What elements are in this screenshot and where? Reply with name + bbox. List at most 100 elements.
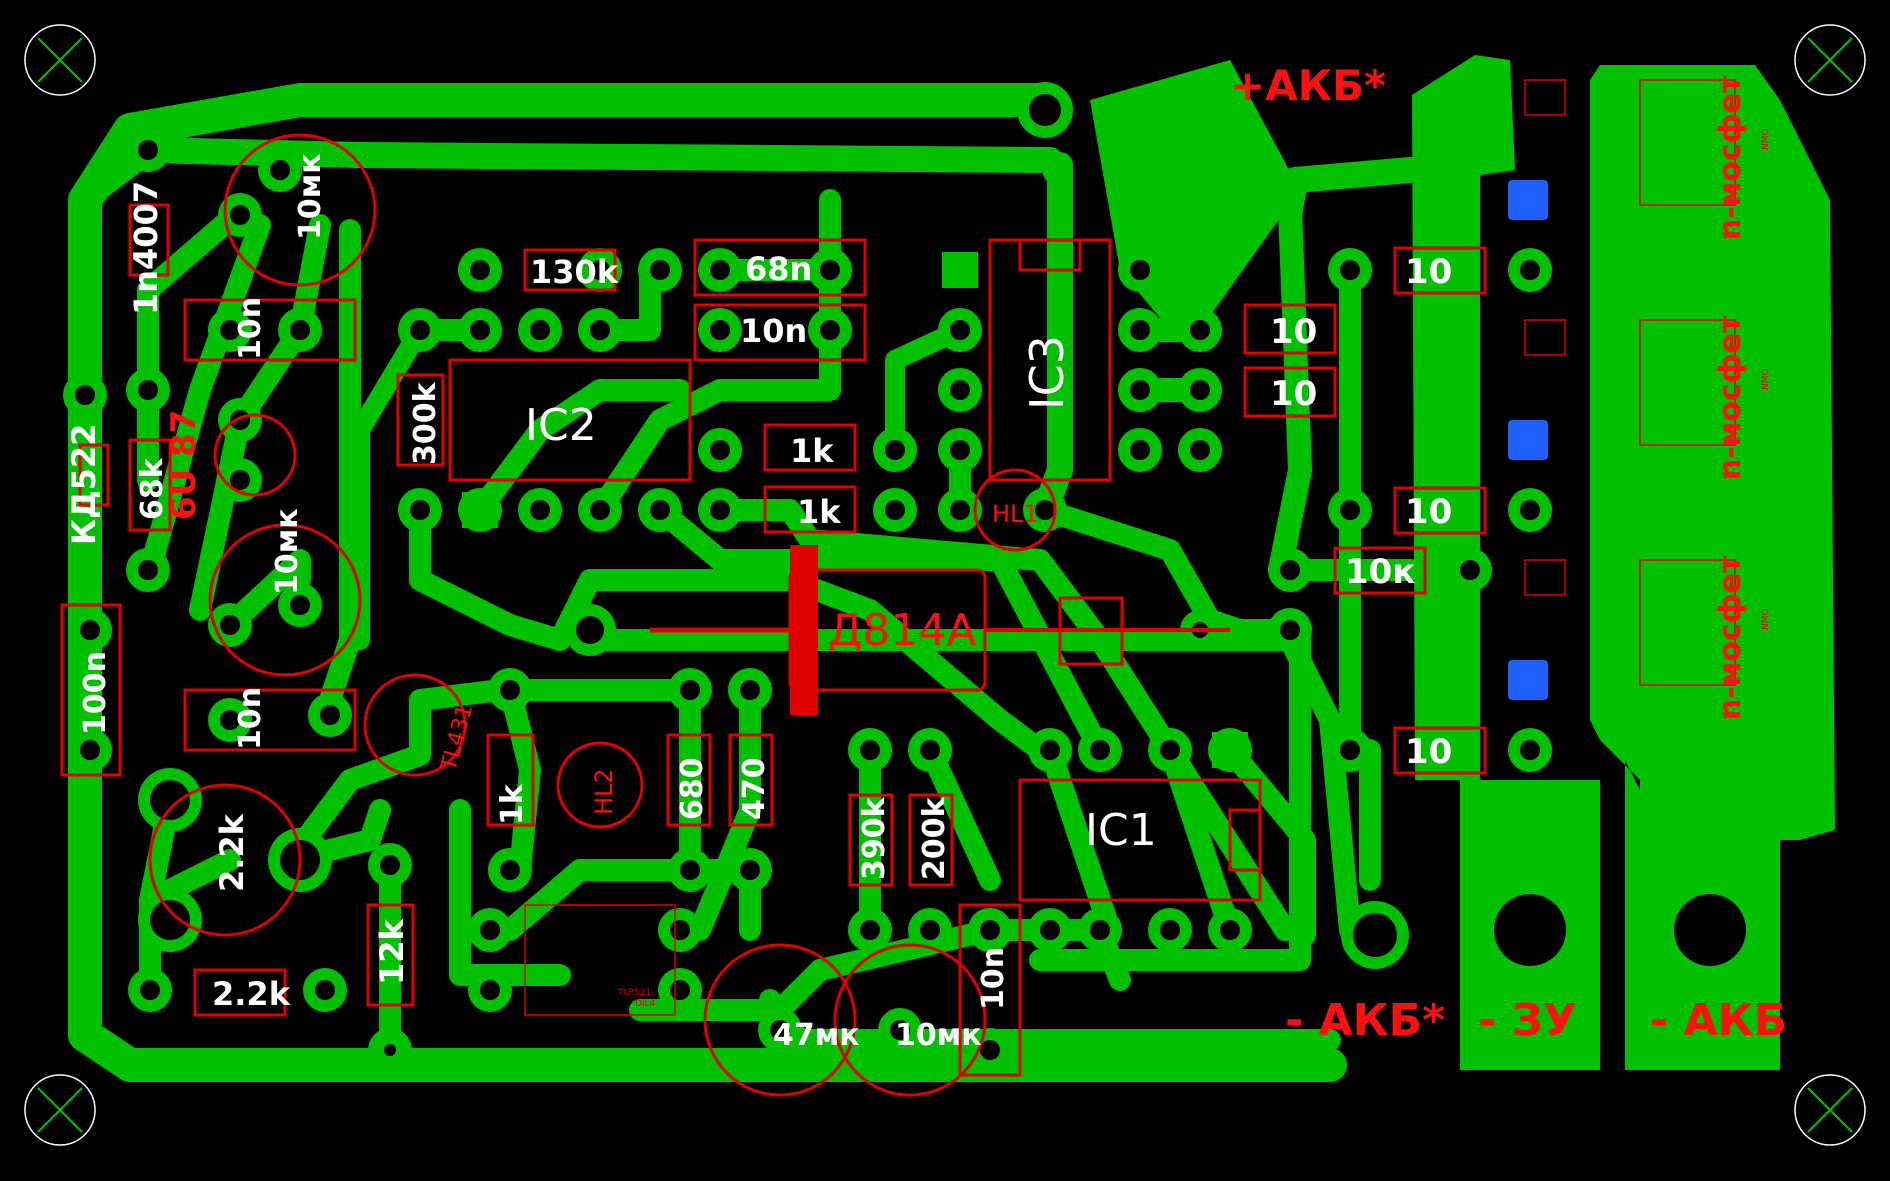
pad-hole (138, 140, 158, 160)
pad-hole (384, 1044, 396, 1056)
square-pad (942, 252, 978, 288)
c68n-outline (693, 238, 867, 297)
r10-e-outline (1393, 726, 1487, 775)
label-6u87: 6U 87 (164, 410, 204, 520)
r300k-outline (396, 373, 445, 467)
pad-hole (150, 780, 190, 820)
pad-hole (1280, 560, 1300, 580)
pad-hole (950, 440, 970, 460)
pad-hole (530, 320, 550, 340)
ic2-outline (448, 358, 692, 482)
pad-hole (1190, 320, 1210, 340)
pad-hole (1220, 920, 1240, 940)
diode-1n4007-outline (128, 203, 170, 277)
pad-hole (1130, 260, 1150, 280)
pad-hole (590, 260, 610, 280)
pad-hole (220, 710, 240, 730)
pad-hole (138, 560, 158, 580)
label-akb-minus: - АКБ (1650, 995, 1787, 1046)
mosfet-pkg-label: NMO (1761, 368, 1771, 390)
pads (63, 82, 1746, 1072)
pad-hole (576, 616, 604, 644)
c10n-c-outline (183, 688, 357, 752)
pad-hole (75, 385, 95, 405)
pad-hole (230, 470, 250, 490)
pad-hole (220, 615, 240, 635)
pad-hole (1160, 740, 1180, 760)
pad-hole (890, 1020, 910, 1040)
pad-hole (1040, 920, 1060, 940)
pad-hole (480, 980, 500, 1000)
value-r1k-b: 1k (797, 493, 841, 531)
mosfet-smd-pad (1508, 660, 1548, 700)
value-r1k-c: 1k (495, 783, 530, 825)
hl2-outline (556, 741, 644, 829)
r390k-outline (848, 793, 894, 887)
r1k-b-outline (763, 485, 857, 534)
c100n-outline (60, 603, 122, 777)
cap-10mk-a-outline (223, 133, 377, 287)
d814a-band (790, 545, 818, 715)
pad-hole (470, 320, 490, 340)
pad-hole (80, 620, 100, 640)
label-opto-pkg: DIL4 (635, 999, 656, 1009)
pad-hole (860, 740, 880, 760)
pad-hole (820, 260, 840, 280)
value-r10k: 10к (1345, 552, 1415, 592)
pad-hole (270, 160, 290, 180)
pad-hole (980, 920, 1000, 940)
pad-hole (138, 380, 158, 400)
mounting-holes (24, 24, 1866, 1146)
value-c68n: 68n (745, 250, 812, 288)
tl431-outline (363, 673, 467, 777)
value-r68k: 68k (135, 457, 170, 520)
label-zu-minus: - ЗУ (1478, 995, 1577, 1046)
label-akb-minus-star: - АКБ* (1285, 995, 1445, 1046)
pad-hole (1520, 740, 1540, 760)
value-c10mk-a: 10мк (293, 153, 328, 240)
pad-hole (860, 920, 880, 940)
r1k-c-outline (486, 733, 535, 827)
pad-hole (1160, 920, 1180, 940)
pad-hole (920, 740, 940, 760)
pad-hole (380, 855, 400, 875)
value-c10n-d: 10n (976, 947, 1011, 1010)
optocoupler-outline (524, 904, 676, 1016)
pad-hole (1340, 500, 1360, 520)
pad-hole (680, 860, 700, 880)
copper-pours (68, 55, 1835, 1082)
pad-hole (1520, 500, 1540, 520)
label-hl2: HL2 (590, 768, 618, 815)
pad-hole (820, 320, 840, 340)
pad-hole (1520, 260, 1540, 280)
pad-hole (650, 500, 670, 520)
pad-hole (530, 500, 550, 520)
pad-hole (150, 900, 190, 940)
mosfet-outline (1639, 79, 1736, 206)
pad-hole (710, 260, 730, 280)
mounting-mark-bl (24, 1074, 96, 1146)
label-d814a: Д814А (828, 605, 976, 656)
r22k-b-outline (193, 968, 287, 1017)
pad-hole (670, 920, 690, 940)
diode-kd522-outline (78, 443, 110, 507)
r130k-outline (523, 248, 617, 292)
labels: +АКБ* - АКБ* - ЗУ - АКБ IC2 IC1 IC3 Д814… (65, 61, 1787, 1053)
value-r10-b: 10 (1270, 374, 1317, 414)
pad-hole (1130, 440, 1150, 460)
cap-47mk-outline (703, 943, 857, 1097)
value-r22k-a: 2.2k (213, 813, 251, 892)
ic3-notch (1018, 238, 1082, 272)
pad-hole (920, 920, 940, 940)
pad-hole (500, 680, 520, 700)
part-6u-outline (213, 413, 297, 497)
value-r390k: 390k (857, 796, 892, 880)
value-c10n-c: 10n (233, 687, 268, 750)
r10-b-outline (1243, 366, 1337, 418)
pad-hole (590, 320, 610, 340)
mosfet-smd-pad (1508, 180, 1548, 220)
value-r200k: 200k (917, 796, 952, 880)
pad-hole (140, 980, 160, 1000)
mosfet-tab (1524, 319, 1566, 356)
